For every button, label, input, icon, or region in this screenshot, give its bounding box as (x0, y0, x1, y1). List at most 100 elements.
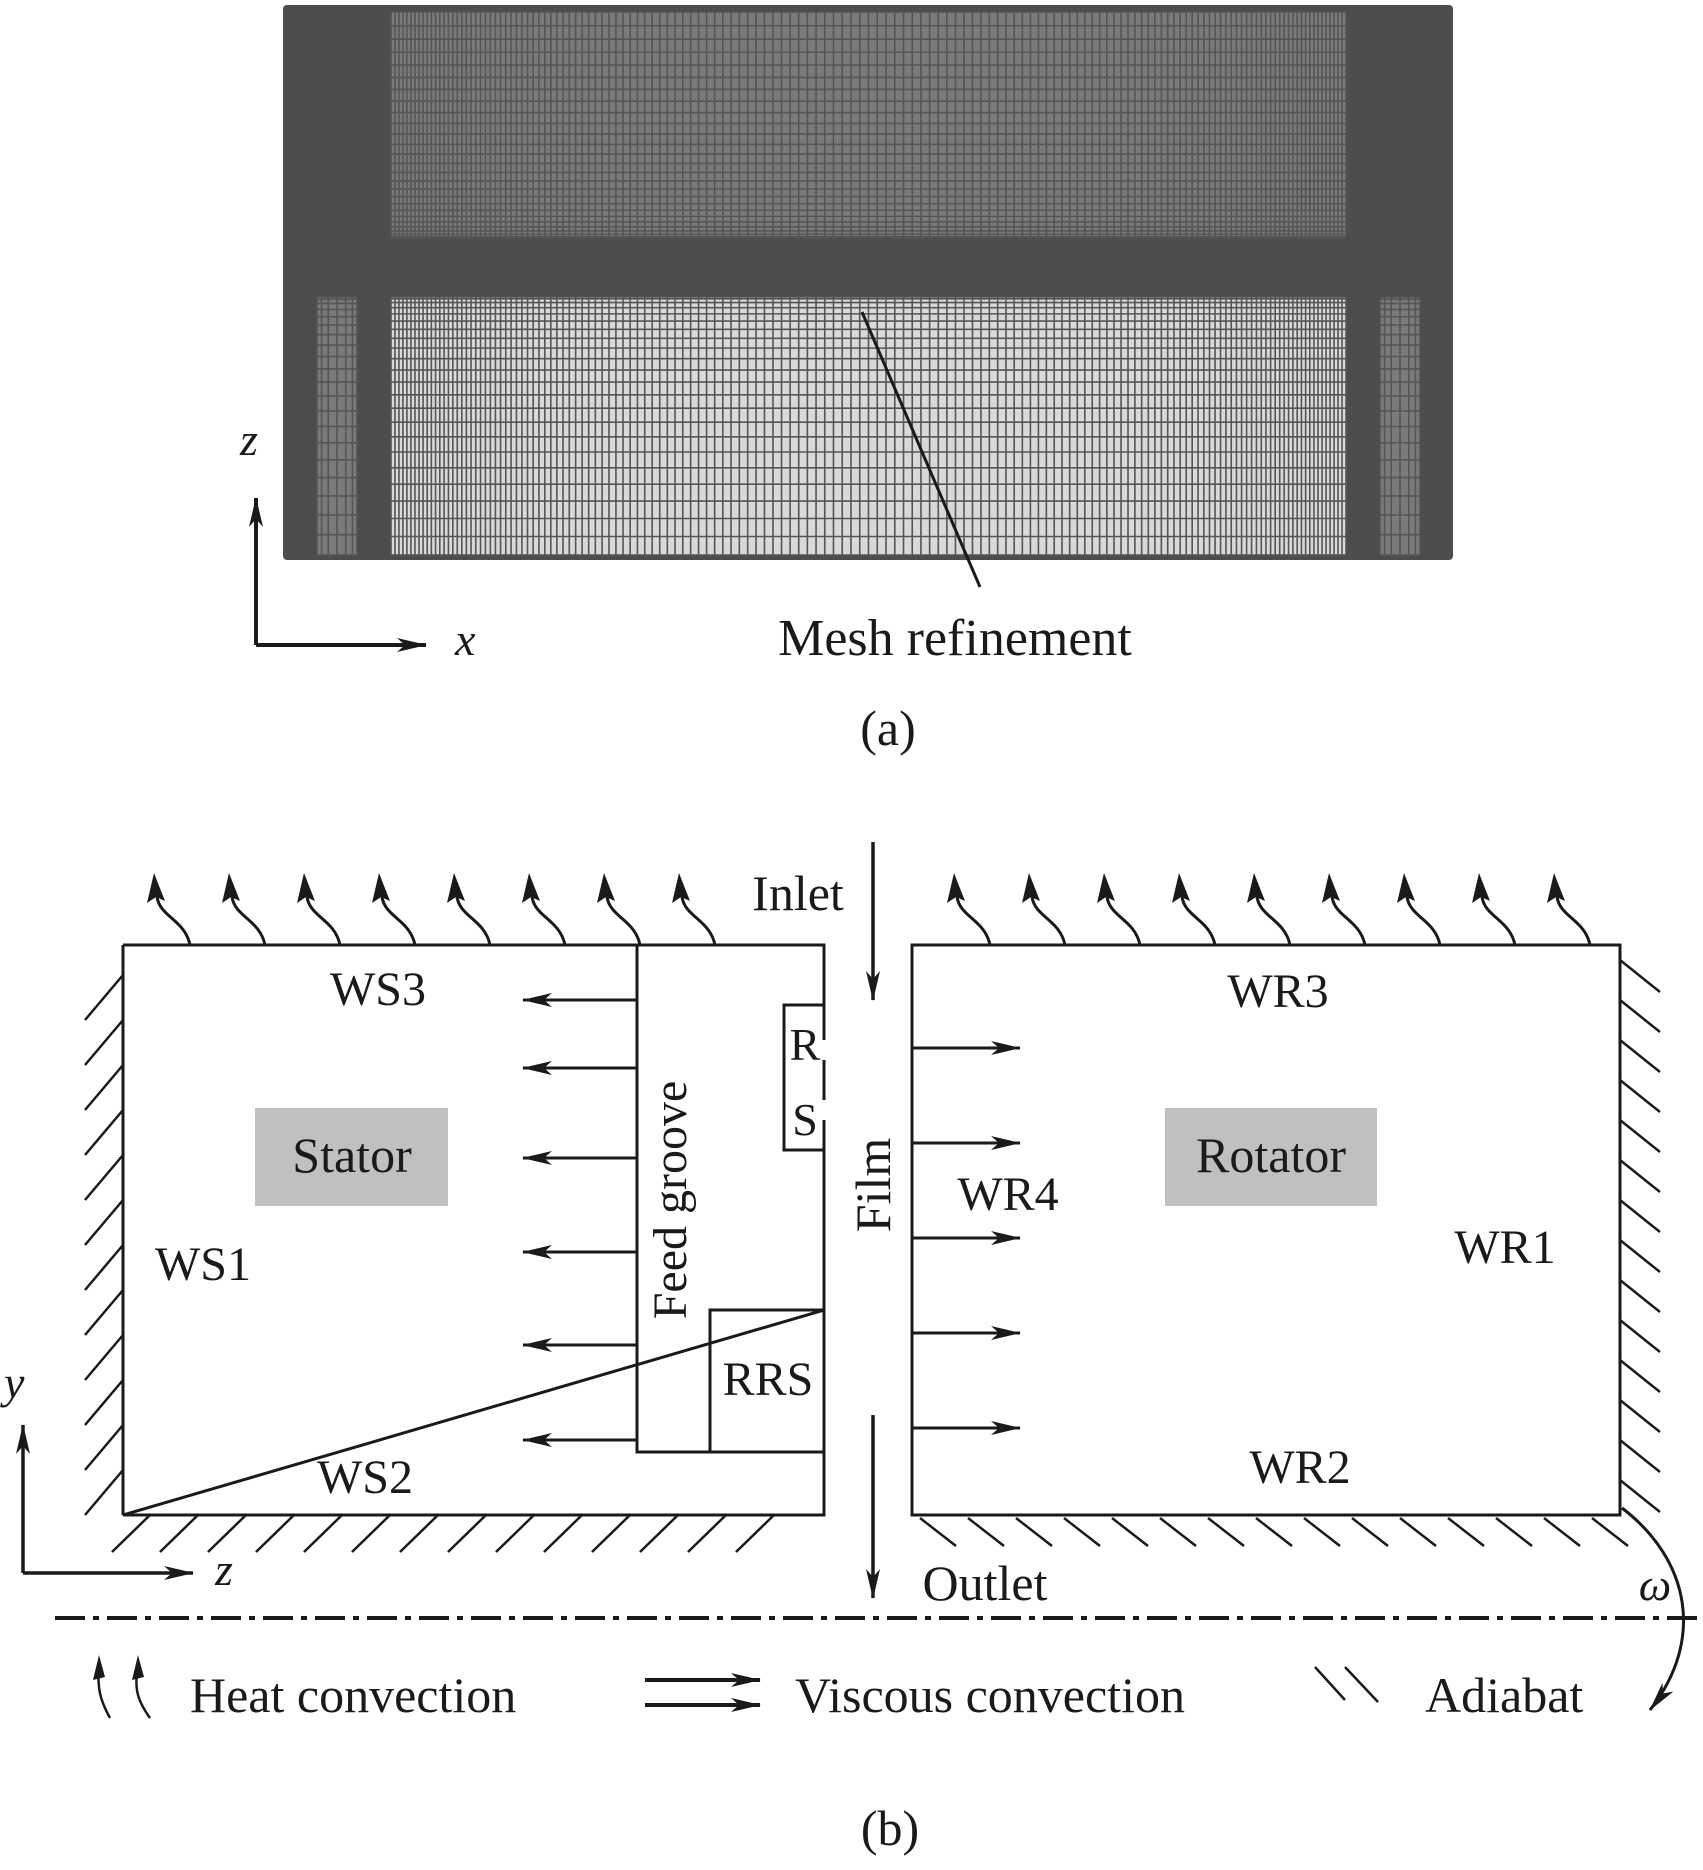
heat-convection-arrow-head (372, 873, 390, 903)
adiabat-hatch-line (111, 1514, 151, 1553)
adiabat-hatch-line (399, 1514, 439, 1553)
adiabat-hatch-line (1619, 1439, 1661, 1473)
rotator-outline (910, 943, 1622, 1517)
adiabat-hatch-line (84, 1064, 124, 1111)
legend-viscous-convection-label: Viscous convection (795, 1667, 1185, 1723)
adiabat-hatch-line (1619, 1119, 1661, 1153)
stator-label: Stator (292, 1127, 412, 1183)
adiabat-hatch-line (1255, 1517, 1293, 1547)
feed-groove-outline (635, 945, 824, 1454)
heat-convection-arrow-head (1322, 873, 1340, 903)
rotator-label-box (1165, 1108, 1377, 1206)
caption-b: (b) (861, 1800, 919, 1856)
adiabat-hatch-line (687, 1514, 727, 1553)
adiabat-hatch-line (495, 1514, 535, 1553)
wall-ws2-label: WS2 (317, 1451, 413, 1504)
wall-wr4-label: WR4 (957, 1168, 1058, 1221)
omega-rotation-arrow (1621, 1506, 1686, 1711)
heat-convection-arrow-stem (1330, 896, 1367, 946)
adiabat-hatch-line (84, 1469, 124, 1516)
adiabat-hatch-line (84, 1289, 124, 1336)
adiabat-hatch-line (1351, 1517, 1389, 1547)
z-axis-label: z (239, 414, 258, 465)
adiabat-hatch-line (1619, 1399, 1661, 1433)
adiabat-hatch-line (1619, 1039, 1661, 1073)
heat-convection-arrow-head (672, 873, 690, 903)
film-label: Film (845, 1138, 901, 1233)
rrs-label: RRS (723, 1353, 814, 1406)
adiabat-icon (1314, 1666, 1379, 1703)
heat-convection-icon (93, 1655, 152, 1719)
stator-outline (122, 943, 826, 1517)
adiabat-hatch-line (84, 1019, 124, 1066)
adiabat-hatch-line (1111, 1517, 1149, 1547)
stator-domain: Stator WS3 WS1 WS2 Feed groove R S RRS (84, 943, 826, 1553)
heat-convection-arrow-stem (155, 896, 192, 946)
adiabat-hatch-line (84, 1334, 124, 1381)
heat-convection-arrow-stem (605, 896, 642, 946)
adiabat-hatch-line (1591, 1517, 1629, 1547)
adiabat-hatch-line (1495, 1517, 1533, 1547)
heat-convection-arrow-head (447, 873, 465, 903)
heat-convection-arrow-stem (1030, 896, 1067, 946)
inlet-label: Inlet (752, 865, 844, 921)
omega-label: ω (1639, 1559, 1671, 1610)
heat-convection-arrow-stem (680, 896, 717, 946)
legend: Heat convection Viscous convection Adiab… (93, 1655, 1583, 1723)
heat-convection-arrow-head (1022, 873, 1040, 903)
heat-convection-arrow-head (1472, 873, 1490, 903)
adiabat-hatch-line (919, 1517, 957, 1547)
legend-adiabat-label: Adiabat (1425, 1667, 1583, 1723)
adiabat-hatch-line (84, 1379, 124, 1426)
rotator-domain: Rotator WR3 WR4 WR1 WR2 (910, 943, 1661, 1547)
adiabat-hatch-line (1619, 1319, 1661, 1353)
x-axis-label: x (454, 614, 476, 665)
heat-convection-arrow-head (1172, 873, 1190, 903)
adiabat-hatch-line (84, 1244, 124, 1291)
mesh-upper-region (390, 11, 1347, 239)
adiabat-hatch-line (1619, 1279, 1661, 1313)
axes-b: y z (0, 1357, 233, 1595)
mesh-refinement-label: Mesh refinement (778, 610, 1132, 667)
heat-convection-arrow-stem (1480, 896, 1517, 946)
adiabat-hatch-stator-left (84, 974, 124, 1516)
rs-label-r: R (790, 1019, 821, 1070)
adiabat-hatch-line (207, 1514, 247, 1553)
heat-convection-arrow-stem (1255, 896, 1292, 946)
heat-convection-arrow-head (522, 873, 540, 903)
adiabat-hatch-rotator-right (1619, 959, 1661, 1513)
adiabat-hatch-line (1619, 1239, 1661, 1273)
heat-convection-arrow-head (1097, 873, 1115, 903)
mesh-side-right-region (1379, 296, 1421, 556)
heat-convection-arrow-head (1397, 873, 1415, 903)
adiabat-hatch-line (84, 1109, 124, 1156)
heat-convection-arrow-stem (1180, 896, 1217, 946)
adiabat-hatch-line (255, 1514, 295, 1553)
adiabat-hatch-line (1619, 1479, 1661, 1513)
rs-label-s: S (792, 1094, 818, 1145)
heat-convection-arrows-stator (147, 873, 717, 946)
heat-convection-arrow-stem (455, 896, 492, 946)
adiabat-hatch-line (447, 1514, 487, 1553)
adiabat-hatch-line (1303, 1517, 1341, 1547)
wall-ws1-label: WS1 (155, 1238, 251, 1291)
viscous-convection-arrows-rotator (912, 1041, 1021, 1435)
mesh-refinement-pointer (860, 311, 982, 588)
heat-convection-arrow-stem (955, 896, 992, 946)
mesh-panel (283, 5, 1453, 560)
adiabat-hatch-line (1399, 1517, 1437, 1547)
y-axis-label: y (0, 1357, 25, 1408)
adiabat-hatch-line (1619, 1159, 1661, 1193)
adiabat-hatch-line (967, 1517, 1005, 1547)
heat-convection-arrow-stem (230, 896, 267, 946)
adiabat-hatch-line (591, 1514, 631, 1553)
mesh-lower-region (390, 296, 1347, 556)
heat-convection-arrow-head (222, 873, 240, 903)
caption-a: (a) (860, 700, 916, 756)
heat-convection-arrows-rotator (947, 873, 1592, 946)
adiabat-hatch-line (1543, 1517, 1581, 1547)
feed-groove-label: Feed groove (644, 1081, 697, 1320)
axes-a: z x (239, 414, 476, 665)
heat-convection-arrow-stem (1105, 896, 1142, 946)
